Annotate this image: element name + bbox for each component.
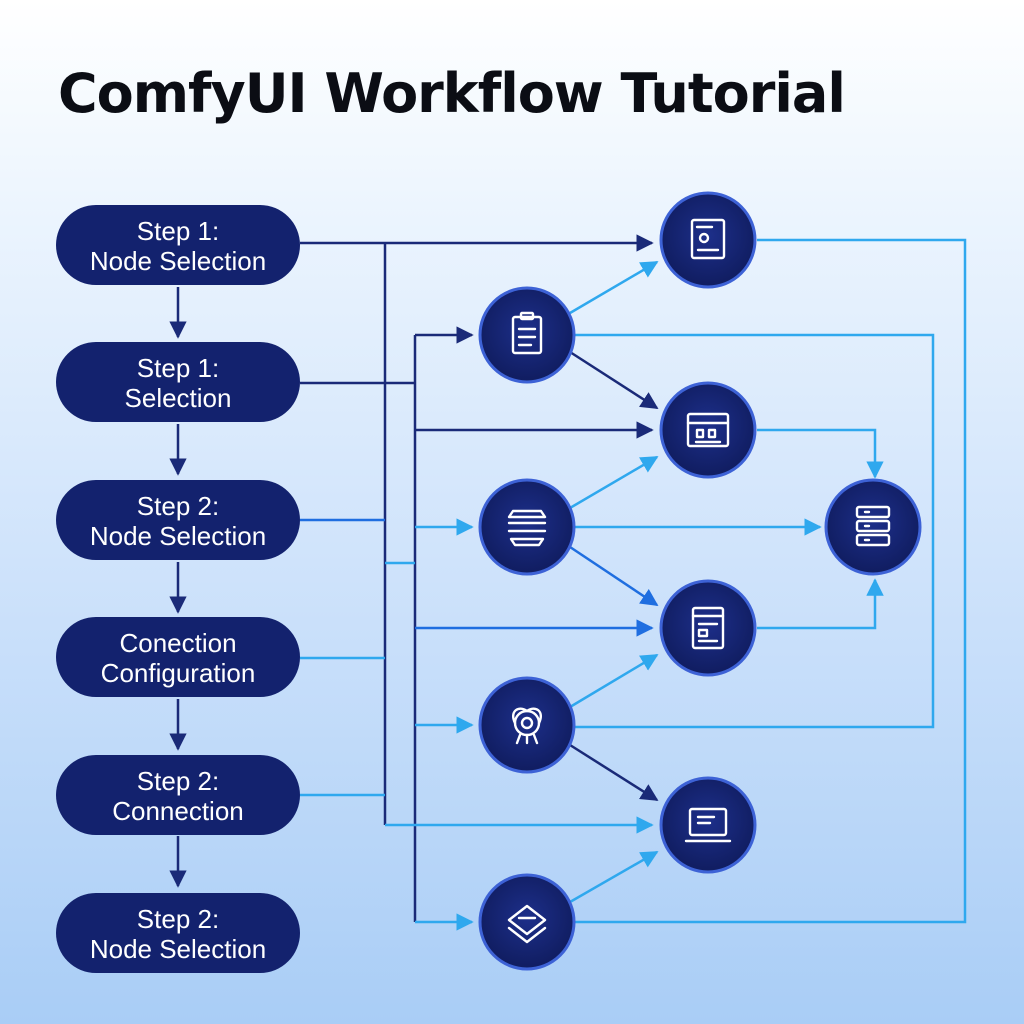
step-pill[interactable]: Step 2: Connection: [56, 755, 300, 835]
step-pill[interactable]: Step 2: Node Selection: [56, 893, 300, 973]
step-pill[interactable]: Conection Configuration: [56, 617, 300, 697]
feedback-line: [757, 578, 884, 630]
step-line2: Connection: [112, 796, 244, 826]
stack-icon: [507, 509, 547, 547]
node-clipboard[interactable]: [478, 286, 576, 384]
feedback-line: [575, 238, 967, 924]
step-line1: Step 2:: [137, 491, 219, 521]
node-document[interactable]: [659, 579, 757, 677]
node-stack[interactable]: [478, 478, 576, 576]
node-arrow: [569, 455, 659, 510]
step-line1: Step 2:: [137, 904, 219, 934]
step-line1: Step 1:: [137, 216, 219, 246]
feedback-line: [575, 333, 935, 729]
layers-icon: [507, 904, 547, 944]
node-monitor[interactable]: [659, 776, 757, 874]
image-panel-icon: [690, 218, 726, 260]
clipboard-icon: [511, 311, 543, 355]
database-icon: [855, 505, 891, 547]
node-arrow: [569, 850, 659, 904]
node-layers[interactable]: [478, 873, 576, 971]
step-to-bus-lines: [300, 234, 654, 931]
step-list: Step 1: Node Selection Step 1: Selection…: [56, 205, 300, 973]
step-line2: Node Selection: [90, 521, 266, 551]
step-line2: Node Selection: [90, 246, 266, 276]
node-graph: [478, 191, 922, 971]
document-icon: [691, 606, 725, 650]
step-pill[interactable]: Step 1: Selection: [56, 342, 300, 422]
feedback-lines: [575, 238, 967, 924]
step-line1: Step 2:: [137, 766, 219, 796]
step-line2: Selection: [125, 383, 232, 413]
connector-lines: [169, 234, 967, 931]
step-line1: Step 1:: [137, 353, 219, 383]
node-window[interactable]: [659, 381, 757, 479]
window-icon: [686, 412, 730, 448]
node-to-node-arrows: [569, 260, 659, 904]
feedback-line: [757, 428, 884, 479]
monitor-icon: [684, 807, 732, 843]
page-title: ComfyUI Workflow Tutorial: [58, 62, 846, 125]
model-icon: [512, 707, 542, 745]
node-arrow: [569, 545, 659, 607]
step-line1: Conection: [119, 628, 236, 658]
step-line2: Node Selection: [90, 934, 266, 964]
node-arrow: [569, 653, 659, 709]
node-image-panel[interactable]: [659, 191, 757, 289]
node-arrow: [569, 743, 659, 802]
node-arrow: [569, 260, 659, 315]
step-pill[interactable]: Step 2: Node Selection: [56, 480, 300, 560]
node-model[interactable]: [478, 676, 576, 774]
node-arrow: [569, 350, 659, 410]
node-database[interactable]: [824, 478, 922, 576]
step-line2: Configuration: [101, 658, 256, 688]
step-pill[interactable]: Step 1: Node Selection: [56, 205, 300, 285]
